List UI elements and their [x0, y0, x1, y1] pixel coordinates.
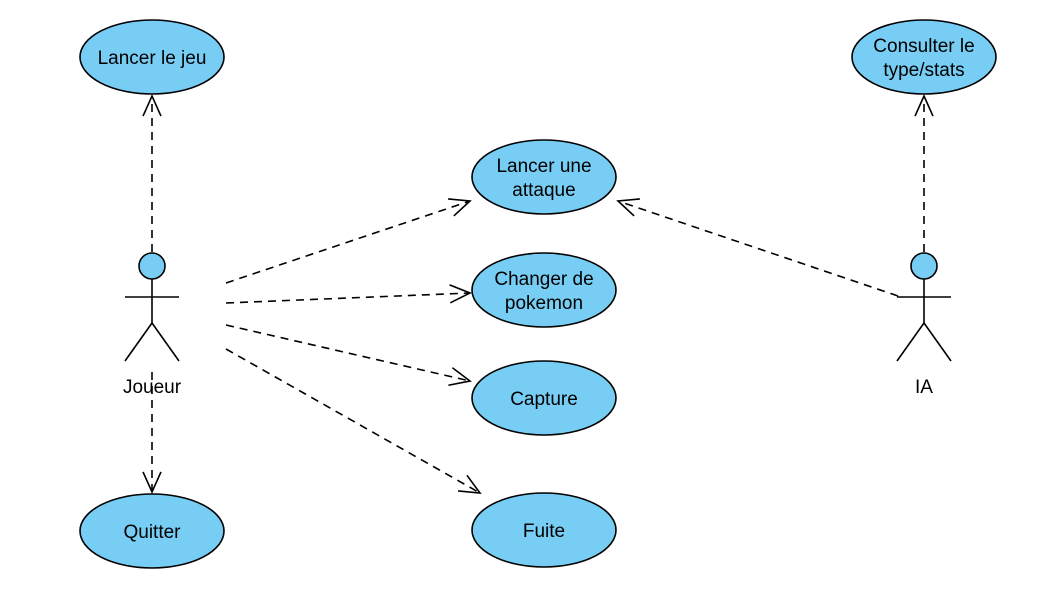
use-case-changer-de-pokemon[interactable]: Changer de pokemon: [471, 252, 617, 328]
use-case-ellipse[interactable]: [471, 492, 617, 568]
use-case-label: Capture: [510, 389, 578, 410]
relationship-joueur-to-capture: [225, 324, 472, 387]
open-arrowhead-icon: [449, 284, 472, 304]
use-case-label: attaque: [512, 180, 575, 201]
use-case-label: Lancer le jeu: [98, 48, 207, 69]
use-case-fuite[interactable]: Fuite: [471, 492, 617, 568]
relationship-line: [617, 200, 899, 297]
relationship-joueur-to-lancer-une-attaque: [225, 198, 472, 284]
use-case-label: pokemon: [505, 293, 583, 314]
open-arrowhead-icon: [142, 471, 162, 494]
use-case-quitter[interactable]: Quitter: [79, 493, 225, 569]
open-arrowhead-icon: [448, 367, 472, 387]
use-case-label: Consulter le: [873, 36, 974, 57]
relationship-line: [225, 200, 471, 284]
actor-right-leg: [151, 322, 180, 362]
use-case-lancer-une-attaque[interactable]: Lancer une attaque: [471, 139, 617, 215]
use-case-ellipse[interactable]: [471, 360, 617, 436]
actor-ia[interactable]: IA: [896, 252, 952, 398]
actor-left-leg: [896, 322, 925, 362]
actor-head-icon: [910, 252, 938, 280]
actor-head-icon: [138, 252, 166, 280]
use-case-consulter-le-type-stats[interactable]: Consulter le type/stats: [851, 19, 997, 95]
relationship-joueur-to-quitter: [142, 372, 162, 494]
use-case-ellipse[interactable]: [471, 139, 617, 215]
use-case-ellipse[interactable]: [79, 493, 225, 569]
actor-label: Joueur: [123, 377, 182, 398]
use-case-label: type/stats: [883, 60, 964, 81]
use-case-ellipse[interactable]: [471, 252, 617, 328]
use-case-label: Quitter: [123, 522, 181, 543]
open-arrowhead-icon: [616, 198, 640, 217]
open-arrowhead-icon: [142, 94, 162, 117]
use-case-ellipse[interactable]: [79, 19, 225, 95]
open-arrowhead-icon: [458, 474, 482, 494]
relationship-line: [225, 324, 471, 382]
relationship-joueur-to-lancer-le-jeu: [142, 94, 162, 252]
open-arrowhead-icon: [448, 198, 472, 217]
actors-layer: Joueur IA: [123, 252, 952, 398]
relationships-layer: [142, 94, 934, 494]
actor-left-leg: [124, 322, 153, 362]
use-case-lancer-le-jeu[interactable]: Lancer le jeu: [79, 19, 225, 95]
relationship-joueur-to-changer-de-pokemon: [225, 284, 472, 304]
actor-joueur[interactable]: Joueur: [123, 252, 182, 398]
use-case-label: Fuite: [523, 521, 565, 542]
relationship-line: [225, 348, 481, 494]
relationship-ia-to-lancer-une-attaque: [616, 198, 899, 297]
use-case-ellipse[interactable]: [851, 19, 997, 95]
use-case-capture[interactable]: Capture: [471, 360, 617, 436]
open-arrowhead-icon: [914, 94, 934, 117]
use-case-label: Lancer une: [496, 156, 591, 177]
actor-label: IA: [915, 377, 933, 398]
relationship-ia-to-consulter-le-type-stats: [914, 94, 934, 252]
actor-right-leg: [923, 322, 952, 362]
use-case-label: Changer de: [494, 269, 593, 290]
relationship-joueur-to-fuite: [225, 348, 482, 494]
relationship-line: [225, 292, 471, 304]
